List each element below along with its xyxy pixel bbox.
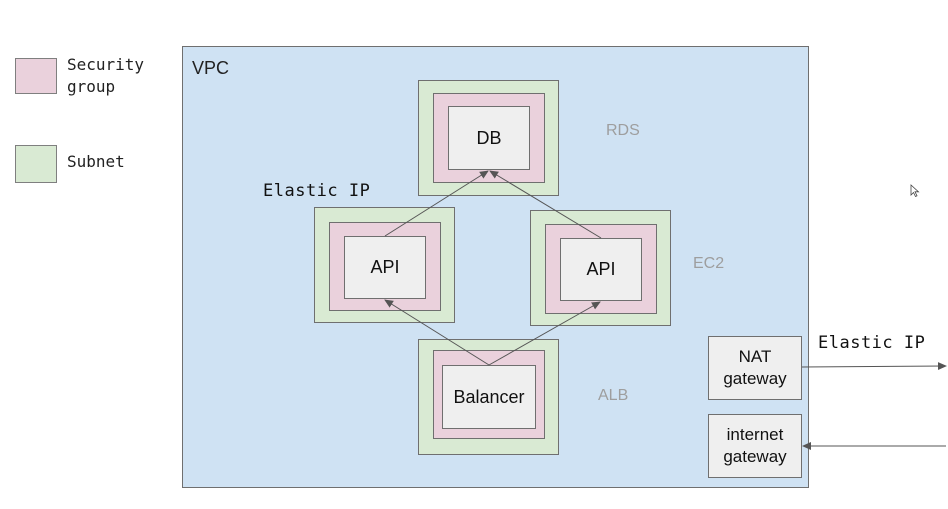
nat-gateway-node: NAT gateway	[708, 336, 802, 400]
mouse-cursor-icon	[910, 184, 920, 198]
security-group-legend-label: Security group	[67, 55, 145, 96]
api-left-node: API	[344, 236, 426, 299]
internet-gateway-node: internet gateway	[708, 414, 802, 478]
api-right-node: API	[560, 238, 642, 301]
vpc-label: VPC	[192, 58, 230, 78]
db-node: DB	[448, 106, 530, 170]
elastic-ip-label-right: Elastic IP	[818, 333, 926, 353]
rds-label: RDS	[606, 122, 640, 139]
subnet-legend-swatch	[15, 145, 57, 183]
alb-label: ALB	[598, 387, 629, 404]
subnet-legend-label: Subnet	[67, 152, 125, 171]
arrow-nat-to-outside	[801, 362, 947, 371]
ec2-label: EC2	[693, 255, 725, 272]
balancer-node: Balancer	[442, 365, 536, 429]
security-group-legend-swatch	[15, 58, 57, 94]
elastic-ip-label-left: Elastic IP	[263, 181, 371, 201]
